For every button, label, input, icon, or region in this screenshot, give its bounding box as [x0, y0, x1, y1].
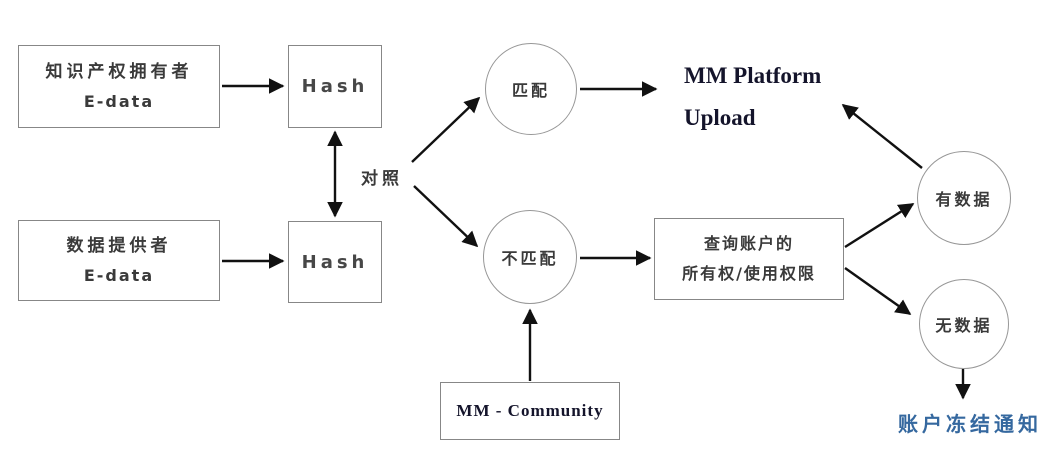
match-label: 匹配 — [511, 81, 550, 100]
node-hash-top: Hash — [288, 45, 382, 128]
node-ip-owner: 知识产权拥有者 E-data — [18, 45, 220, 128]
arrow-query-to-hasdata — [844, 202, 915, 249]
node-community: MM - Community — [440, 382, 620, 440]
has-data-label: 有数据 — [935, 190, 993, 209]
arrow-hasdata-to-platform — [841, 104, 923, 169]
arrow-query-to-nodata — [844, 267, 912, 315]
node-has-data: 有数据 — [917, 151, 1011, 245]
node-hash-bottom: Hash — [288, 221, 382, 303]
mismatch-label: 不匹配 — [501, 249, 559, 268]
no-data-label: 无数据 — [935, 316, 993, 335]
freeze-notice-label: 账户冻结通知 — [898, 412, 1042, 436]
node-match: 匹配 — [485, 43, 577, 135]
compare-label: 对照 — [361, 169, 403, 189]
query-line2: 所有权/使用权限 — [682, 264, 816, 283]
data-provider-line1: 数据提供者 — [66, 235, 172, 256]
platform-upload-label: MM Platform Upload — [684, 55, 821, 139]
platform-line2: Upload — [684, 105, 756, 130]
platform-line1: MM Platform — [684, 63, 822, 88]
community-label: MM - Community — [456, 401, 604, 420]
hash-top-label: Hash — [301, 76, 369, 97]
node-no-data: 无数据 — [919, 279, 1009, 369]
arrow-compare-to-match — [411, 96, 481, 163]
node-mismatch: 不匹配 — [483, 210, 577, 304]
node-data-provider: 数据提供者 E-data — [18, 220, 220, 301]
ip-owner-line1: 知识产权拥有者 — [45, 61, 193, 82]
hash-bottom-label: Hash — [301, 251, 369, 273]
data-provider-line2: E-data — [83, 265, 155, 285]
query-line1: 查询账户的 — [703, 234, 794, 253]
node-query: 查询账户的 所有权/使用权限 — [654, 218, 844, 300]
ip-owner-line2: E-data — [83, 91, 155, 111]
arrow-compare-to-mismatch — [413, 185, 479, 248]
